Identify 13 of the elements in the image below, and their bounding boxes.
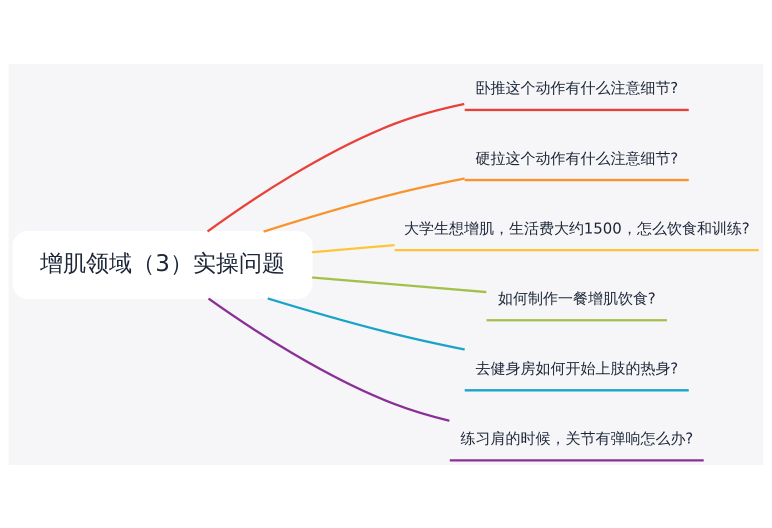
node-text: 如何制作一餐增肌饮食? [498, 288, 656, 307]
connector [312, 243, 395, 253]
connector [208, 297, 450, 422]
node-text: 硬拉这个动作有什么注意细节? [475, 148, 678, 167]
connector [263, 176, 465, 232]
node-text: 卧推这个动作有什么注意细节? [475, 78, 678, 97]
node-text: 去健身房如何开始上肢的热身? [475, 359, 678, 378]
node-text: 练习肩的时候，关节有弹响怎么办? [460, 429, 694, 448]
connector [267, 296, 465, 350]
node-box: 增肌领域（3）实操问题 [12, 230, 312, 298]
connector [206, 102, 464, 232]
node-text: 大学生想增肌，生活费大约1500，怎么饮食和训练? [404, 218, 750, 237]
connector [312, 276, 486, 293]
